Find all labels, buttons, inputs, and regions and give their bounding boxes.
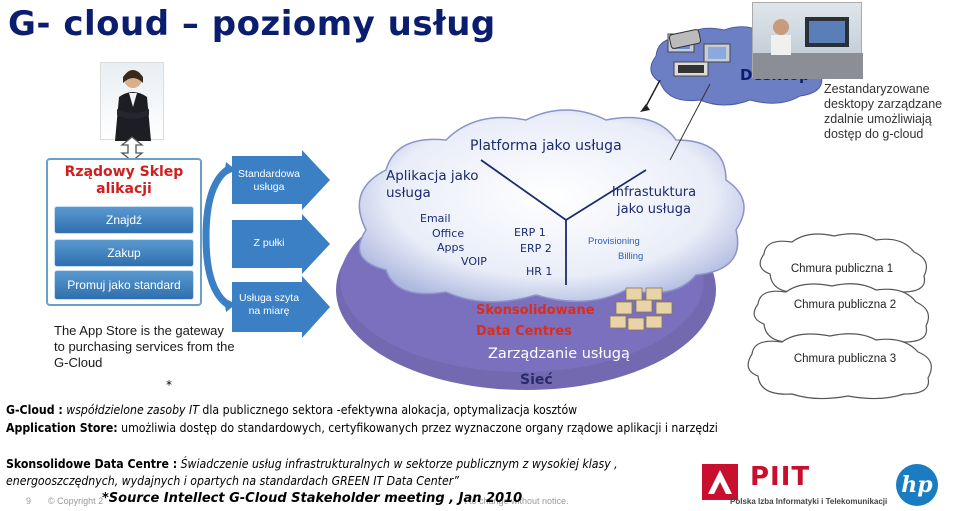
management-label: Zarządzanie usługą — [488, 346, 630, 362]
page-number: 9 — [26, 496, 32, 506]
app-service-label: Aplikacja jako usługa — [386, 168, 479, 201]
gcloud-term: G-Cloud : — [6, 403, 63, 417]
datacentre-italic: Świadczenie usług infrastrukturalnych w … — [6, 457, 618, 488]
office-desk-image — [752, 2, 863, 79]
public-cloud-3-label: Chmura publiczna 3 — [793, 353, 897, 365]
platform-label: Platforma jako usługa — [470, 138, 622, 154]
desktop-note: Zestandaryzowane desktopy zarządzane zda… — [824, 82, 943, 141]
arrow-standard-shape — [232, 150, 330, 210]
public-cloud-1-label: Chmura publiczna 1 — [790, 263, 894, 275]
piit-name: PIIT — [750, 462, 811, 492]
infra-service-label: Infrastuktura jako usługa — [611, 185, 697, 217]
arrow-tailored-shape — [232, 276, 330, 338]
appstore-rest: umożliwia dostęp do standardowych, certy… — [121, 421, 718, 435]
gateway-text: The App Store is the gateway to purchasi… — [54, 323, 235, 370]
app-item-office: Office — [432, 227, 465, 240]
page-title: G- cloud – poziomy usług — [8, 4, 496, 44]
piit-emblem-icon — [702, 464, 738, 500]
public-cloud-3 — [747, 333, 932, 400]
find-button[interactable]: Znajdź — [54, 206, 194, 234]
appstore-term: Application Store: — [6, 421, 118, 435]
arrow-shelf-shape — [232, 214, 330, 274]
provisioning-label: Provisioning — [588, 236, 640, 247]
app-item-email: Email — [420, 212, 451, 225]
server-boxes-icon — [609, 287, 673, 331]
datacentre-definition: Skonsolidowe Data Centre : Świadczenie u… — [6, 456, 696, 490]
promote-button[interactable]: Promuj jako standard — [54, 270, 194, 300]
hp-logo-text: hp — [901, 472, 933, 498]
arrow-shelf-label: Z pułki — [253, 237, 285, 249]
hp-logo: hp — [896, 464, 938, 506]
gcloud-italic: współdzielone zasoby IT — [66, 403, 199, 417]
erp-item-2: ERP 2 — [520, 242, 552, 255]
gcloud-definition: G-Cloud : współdzielone zasoby IT dla pu… — [6, 402, 954, 419]
app-item-voip: VOIP — [461, 255, 487, 268]
datacentre-term: Skonsolidowe Data Centre : — [6, 457, 178, 471]
app-store-title: Rządowy Sklep alikacji — [64, 164, 184, 197]
app-item-apps: Apps — [437, 241, 465, 254]
piit-full-name: Polska Izba Informatyki i Telekomunikacj… — [730, 497, 888, 506]
businesswoman-image — [100, 62, 164, 141]
copyright-left: © Copyright 2 — [48, 496, 104, 506]
public-cloud-2-label: Chmura publiczna 2 — [793, 299, 897, 311]
copyright-right: t to change without notice. — [464, 496, 569, 506]
arrow-standard-label: Standardowa usługa — [238, 168, 300, 193]
phone-icon — [668, 29, 702, 49]
source-note: *Source Intellect G-Cloud Stakeholder me… — [102, 491, 523, 506]
hr-item-1: HR 1 — [526, 265, 553, 278]
arrow-tailored-label: Usługa szyta na miarę — [238, 292, 300, 317]
curved-arrow-icon — [202, 162, 236, 312]
datacentres-label: Skonsolidowane Data Centres — [476, 303, 595, 339]
billing-label: Billing — [618, 251, 644, 262]
network-label: Sieć — [520, 372, 553, 388]
connector-lines — [640, 80, 711, 161]
erp-item-1: ERP 1 — [514, 226, 546, 239]
asterisk-note: * — [166, 378, 172, 392]
gcloud-rest: dla publicznego sektora -efektywna aloka… — [202, 403, 578, 417]
piit-logo: PIIT Polska Izba Informatyki i Telekomun… — [700, 462, 887, 508]
appstore-definition: Application Store: umożliwia dostęp do s… — [6, 420, 954, 437]
buy-button[interactable]: Zakup — [54, 239, 194, 267]
